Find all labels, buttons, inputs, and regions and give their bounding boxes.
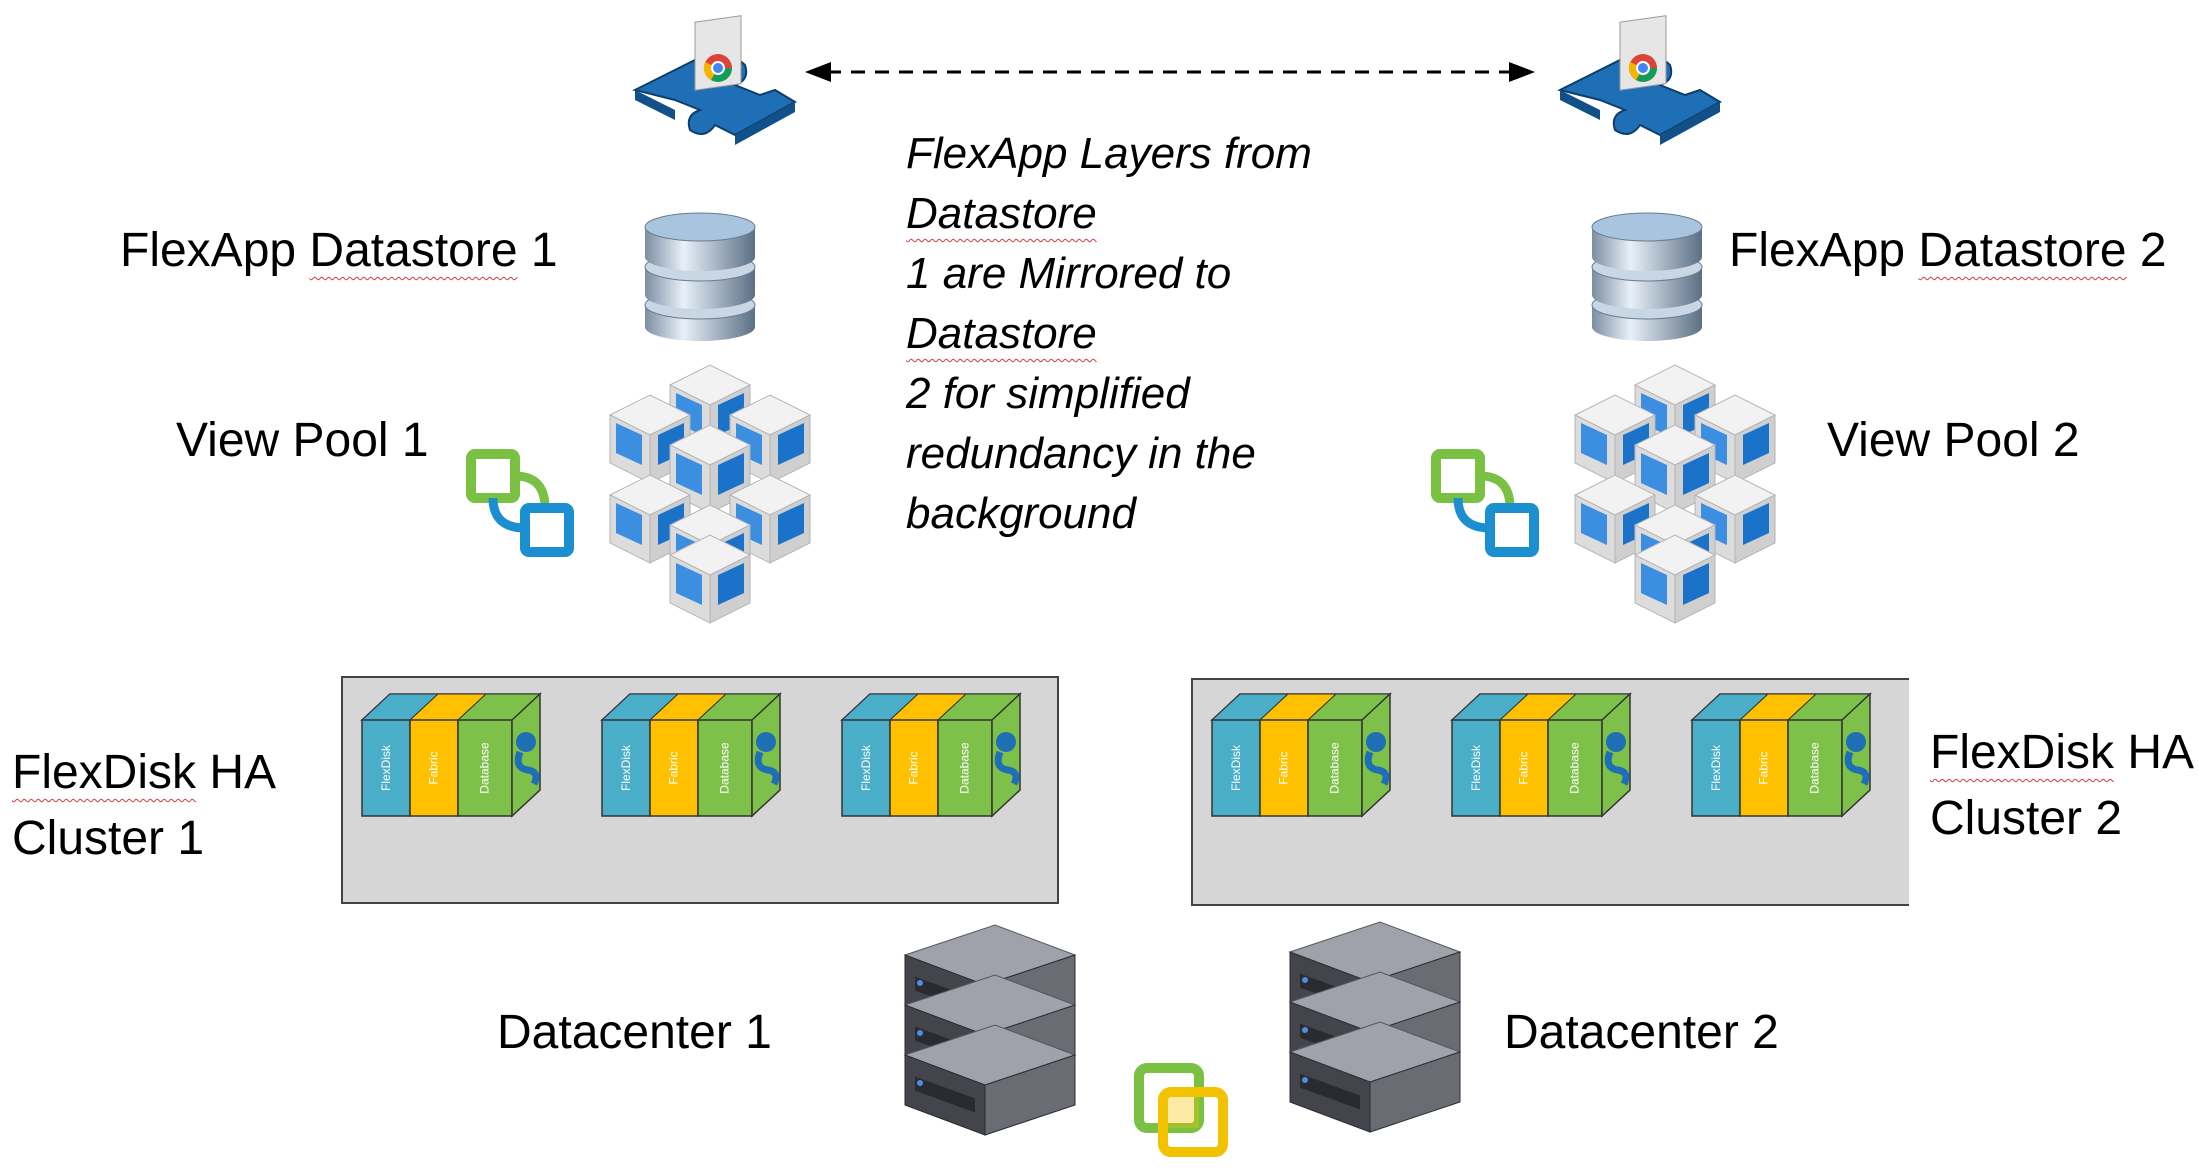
note-line-3-rest: 2 for simplified: [906, 369, 1190, 418]
cluster-2-suffix: HA: [2114, 726, 2195, 779]
node-label-database: Database: [958, 742, 972, 794]
view-pool-1-label: View Pool 1: [176, 414, 429, 467]
note-line-4: redundancy in the: [906, 429, 1256, 478]
mirror-arrow: [805, 62, 1535, 82]
node-label-fabric: Fabric: [907, 751, 921, 785]
vmware-view-1-icon: [466, 449, 574, 557]
datastore-1-label: FlexApp Datastore 1: [120, 222, 558, 280]
rack-server-2-icon: [1289, 921, 1461, 1133]
node-label-flexdisk: FlexDisk: [1708, 744, 1723, 792]
cluster-2-line-2: Cluster 2: [1930, 792, 2123, 845]
node-label-database: Database: [1328, 742, 1342, 794]
cluster-1-line-1: FlexDisk HA: [12, 740, 276, 806]
datastore-2-suffix: 2: [2126, 224, 2167, 277]
rack-server-1-icon: [904, 924, 1076, 1136]
node-label-database: Database: [1568, 742, 1582, 794]
node-label-flexdisk: FlexDisk: [1468, 744, 1483, 792]
node-label-fabric: Fabric: [1757, 751, 1771, 785]
datastore-1-suffix: 1: [517, 224, 558, 277]
datastore-1-word: Datastore: [309, 224, 518, 277]
node-label-flexdisk: FlexDisk: [1228, 744, 1243, 792]
cluster-1-line-2: Cluster 1: [12, 812, 205, 865]
desktop-pool-2-icon: [1574, 364, 1776, 624]
view-pool-2-label: View Pool 2: [1827, 414, 2080, 467]
note-line-1: FlexApp Layers from: [906, 129, 1312, 178]
datacenter-2-label: Datacenter 2: [1504, 1006, 1779, 1059]
note-line-3: Datastore 2 for simplified: [906, 304, 1486, 424]
cluster-2-label: FlexDisk HA Cluster 2: [1930, 720, 2194, 852]
cluster-1-label: FlexDisk HA Cluster 1: [12, 740, 276, 872]
mirror-note: FlexApp Layers from Datastore 1 are Mirr…: [906, 124, 1486, 544]
desktop-pool-1-icon: [609, 364, 811, 624]
datastore-2-prefix: FlexApp: [1729, 224, 1919, 277]
note-word-datastore-2: Datastore: [906, 309, 1097, 358]
node-label-fabric: Fabric: [427, 751, 441, 785]
node-label-fabric: Fabric: [667, 751, 681, 785]
node-label-flexdisk: FlexDisk: [858, 744, 873, 792]
note-word-datastore-1: Datastore: [906, 189, 1097, 238]
vmware-view-2-icon: [1431, 449, 1539, 557]
cluster-2-word: FlexDisk: [1930, 726, 2115, 779]
puzzle-piece-right-icon: [1557, 15, 1723, 145]
cluster-1-word: FlexDisk: [12, 746, 197, 799]
note-line-2-rest: 1 are Mirrored to: [906, 249, 1232, 298]
node-label-fabric: Fabric: [1517, 751, 1531, 785]
node-label-flexdisk: FlexDisk: [618, 744, 633, 792]
datacenter-1-label: Datacenter 1: [497, 1006, 772, 1059]
node-label-flexdisk: FlexDisk: [378, 744, 393, 792]
cluster-2-line-1: FlexDisk HA: [1930, 720, 2194, 786]
note-line-2: Datastore 1 are Mirrored to: [906, 184, 1486, 304]
note-line-5: background: [906, 489, 1136, 538]
node-label-fabric: Fabric: [1277, 751, 1291, 785]
vsphere-logo-icon: [1134, 1063, 1228, 1157]
node-label-database: Database: [718, 742, 732, 794]
database-2-icon: [1591, 212, 1703, 341]
flexdisk-nodes-cluster-1: [360, 690, 1070, 840]
datastore-2-word: Datastore: [1918, 224, 2127, 277]
database-1-icon: [644, 212, 756, 341]
datastore-2-label: FlexApp Datastore 2: [1729, 222, 2167, 280]
datastore-1-prefix: FlexApp: [120, 224, 310, 277]
cluster-1-suffix: HA: [196, 746, 277, 799]
node-label-database: Database: [478, 742, 492, 794]
puzzle-piece-left-icon: [632, 15, 798, 145]
node-label-database: Database: [1808, 742, 1822, 794]
